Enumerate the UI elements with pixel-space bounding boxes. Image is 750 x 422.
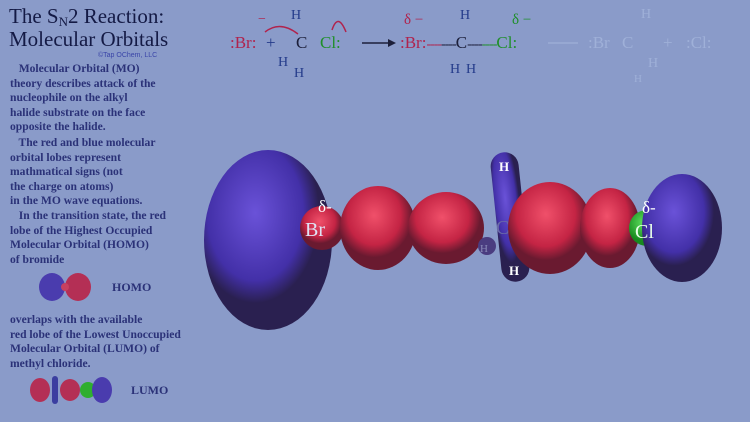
- hydrogen: H: [291, 8, 302, 23]
- bromide-blue-lobe: [204, 150, 332, 330]
- cl-delta-label: δ-: [642, 198, 656, 217]
- ts-bromine: :Br:: [400, 33, 427, 52]
- page-title: The SN2 Reaction:Molecular Orbitals: [9, 4, 169, 51]
- bromine-atom: [300, 206, 344, 250]
- lumo-orbital-image: [30, 376, 112, 404]
- br-label: Br: [305, 219, 325, 241]
- orbital-paragraph: The red and blue molecular orbital lobes…: [10, 136, 166, 266]
- lumo-label: LUMO: [131, 383, 169, 397]
- carbon-red-lobe-left: [408, 192, 484, 264]
- partial-bond: ----: [481, 37, 498, 52]
- product-chloride: :Cl:: [686, 33, 712, 52]
- homo-label: HOMO: [112, 280, 152, 294]
- h-label-back: H: [480, 243, 488, 255]
- h-label-bottom: H: [509, 263, 519, 278]
- hydrogen: H: [450, 62, 461, 77]
- h-label-top: H: [499, 159, 509, 174]
- reaction-arrows-icon: [264, 20, 347, 35]
- product-bromomethane: :Br: [588, 33, 610, 52]
- chloride-blue-lobe: [642, 174, 722, 282]
- partial-charge-br: δ −: [404, 12, 424, 28]
- hydrogen: H: [294, 66, 305, 81]
- hydrogen-atom: [478, 237, 496, 255]
- plus-sign: +: [663, 33, 673, 52]
- partial-bond: ----: [467, 37, 483, 52]
- homo-orbital-image: [39, 273, 91, 301]
- hydrogen: H: [278, 55, 289, 70]
- transition-state-row: :Br: ---- ---- C ---- ---- Cl:: [400, 33, 517, 55]
- copyright: ©Tap OChem, LLC: [98, 52, 158, 59]
- product-arrow-icon: [548, 42, 578, 44]
- ts-carbon: C: [455, 33, 468, 52]
- partial-bond: ----: [426, 37, 442, 52]
- hydrogen: H: [641, 7, 652, 22]
- cl-label: Cl: [635, 221, 654, 243]
- negative-charge: −: [258, 12, 266, 27]
- carbon-red-lobe-right: [508, 182, 592, 274]
- carbon: C: [296, 33, 308, 52]
- chloride-red-lobe: [580, 188, 640, 268]
- bromide-red-lobe: [340, 186, 416, 270]
- intro-paragraph: Molecular Orbital (MO) theory describes …: [10, 62, 156, 134]
- hydrogen: H: [634, 73, 642, 85]
- c-label: C: [496, 217, 509, 239]
- partial-charge-cl: δ −: [512, 12, 532, 28]
- hydrogen: H: [460, 8, 471, 23]
- chlorine: Cl:: [320, 33, 341, 52]
- hydrogen: H: [466, 62, 477, 77]
- partial-bond: ----: [441, 37, 457, 52]
- hydrogen: H: [648, 56, 659, 71]
- lumo-paragraph: overlaps with the available red lobe of …: [10, 313, 181, 370]
- plus-sign: +: [266, 33, 276, 52]
- ts-chlorine: Cl:: [496, 33, 518, 52]
- forward-arrow-icon: [362, 39, 396, 47]
- product-carbon: C: [622, 33, 634, 52]
- bromide-reactant: :Br:: [230, 33, 257, 52]
- br-delta-label: δ-: [318, 197, 332, 216]
